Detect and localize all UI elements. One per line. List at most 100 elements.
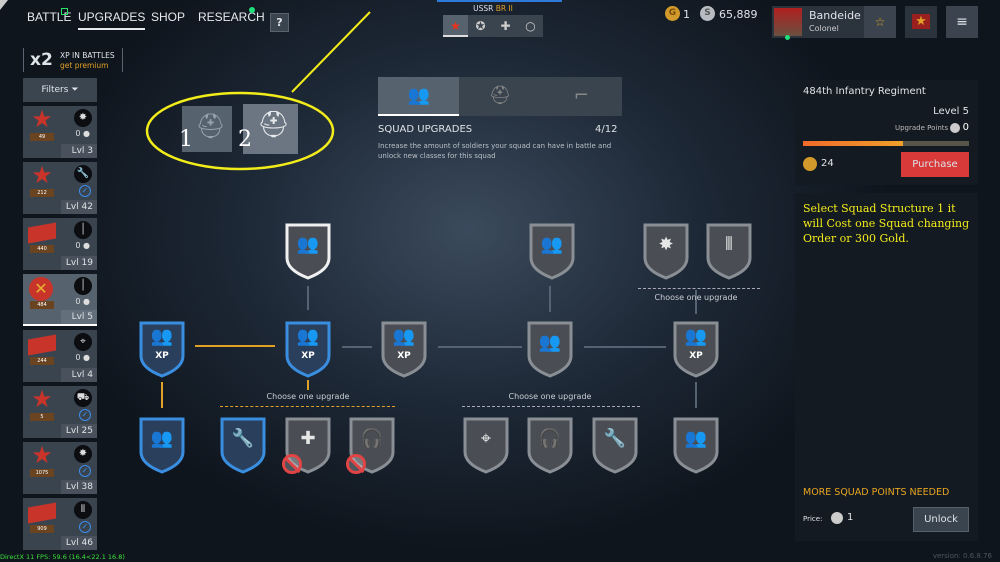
help-button[interactable]: ? [270, 13, 289, 32]
usa-tab[interactable]: ✪ [475, 19, 486, 33]
squad-xp-icon: 👥 [296, 326, 320, 347]
tab-upgrades[interactable]: UPGRADES [78, 10, 146, 30]
profile-button[interactable]: Bandeide Colonel ☆ [772, 6, 896, 40]
player-name: Bandeide [809, 9, 861, 22]
connector [307, 380, 309, 390]
shield-frame [592, 417, 638, 474]
shield-frame [706, 223, 752, 280]
avatar [774, 8, 802, 36]
squad-card[interactable]: ✕484 │ 0 ● Lvl 5 [23, 274, 97, 326]
germany-tab[interactable]: ✚ [500, 19, 511, 33]
squad-card[interactable]: ★212 🔧 ✓ Lvl 42 [23, 161, 97, 214]
connector [307, 286, 309, 310]
squad-size-icon: 👥 [540, 234, 564, 255]
new-badge-icon [61, 8, 68, 15]
upgrade-node[interactable]: 👥 [528, 222, 576, 280]
squad-point-icon [950, 123, 961, 133]
gold-amount: 1 [683, 8, 690, 21]
upgrade-node[interactable]: ⦀ [705, 222, 753, 280]
ussr-tab[interactable]: ★ [443, 15, 468, 37]
squad-level: Lvl 19 [61, 256, 97, 270]
fps-counter: DirectX 11 FPS: 59.6 (16.4<22.1 16.8) [0, 553, 125, 561]
squad-emblem: ★1075 [30, 441, 54, 477]
tab-weapon-upgrades[interactable]: ⌐ [541, 77, 622, 116]
silver-coin-icon: S [700, 6, 715, 21]
squad-emblem: 909 [26, 501, 58, 533]
upgrade-node[interactable]: 🎧 [346, 416, 396, 474]
regiment-panel: 484th Infantry Regiment Level 5 Upgrade … [795, 80, 978, 185]
upgrade-node[interactable]: 🔧 [591, 416, 639, 474]
tab-battle[interactable]: BATTLE [27, 10, 72, 24]
medic-icon: ✚ [300, 428, 316, 449]
allies-tab[interactable]: ○ [525, 19, 536, 33]
squad-card[interactable]: 909 ⦀ ✓ Lvl 46 [23, 498, 97, 550]
blocked-icon [282, 454, 302, 474]
upgrade-node[interactable]: ✚ [282, 416, 332, 474]
choose-group-line [638, 288, 760, 289]
squad-size-icon: 👥 [684, 428, 708, 449]
premium-banner[interactable]: x2 XP IN BATTLES get premium [23, 48, 123, 72]
tab-shop[interactable]: SHOP [151, 10, 186, 24]
top-indicator [437, 0, 562, 2]
squad-card[interactable]: ★1075 ✸ ✓ Lvl 38 [23, 441, 97, 494]
tab-soldier-upgrades[interactable]: ⛑ [459, 77, 540, 116]
tab-research[interactable]: RESEARCH [198, 10, 265, 24]
squad-level: Lvl 38 [61, 480, 97, 494]
upgrade-node[interactable]: 👥XP [672, 320, 720, 378]
shield-frame [220, 417, 266, 474]
squad-size-icon: 👥 [150, 428, 174, 449]
price-value: 1 [847, 512, 854, 523]
upgrade-node[interactable]: 👥 [672, 416, 720, 474]
upgrades-title: SQUAD UPGRADES [378, 124, 473, 135]
rank-star-icon: ☆ [864, 6, 896, 38]
tab-squad-upgrades[interactable]: 👥 [378, 77, 460, 116]
squad-emblem: 440 [26, 221, 58, 253]
upgrade-node[interactable]: 👥XP [380, 320, 428, 378]
squad-card[interactable]: ★49 ✸ 0 ● Lvl 3 [23, 105, 97, 158]
annotation-label-1: 1 [179, 127, 193, 152]
annotation-line [291, 11, 371, 93]
structure-2-icon[interactable]: ⛑ [243, 104, 298, 154]
purchase-button[interactable]: Purchase [901, 152, 969, 177]
unlock-button[interactable]: Unlock [913, 507, 969, 532]
squad-level: Lvl 5 [61, 310, 97, 324]
shield-star-icon: ★ [912, 14, 930, 29]
shield-frame [139, 321, 185, 378]
filters-button[interactable]: Filters ⏷ [23, 78, 97, 102]
upgrades-description: Increase the amount of soldiers your squ… [378, 142, 612, 160]
soldier-icon: ⛑ [488, 85, 512, 106]
squad-size-icon: 👥 [296, 234, 320, 255]
upgrade-type-tabs: 👥 ⛑ ⌐ [378, 77, 622, 116]
nation-tabs: ★ ✪ ✚ ○ [443, 15, 543, 37]
upgrade-node[interactable]: 👥 [284, 222, 332, 280]
squad-xp-icon: 👥 [150, 326, 174, 347]
upgrade-node[interactable]: 👥 [526, 320, 574, 378]
connector [584, 346, 666, 348]
player-rank: Colonel [809, 24, 839, 33]
upgrade-node[interactable]: ✸ [642, 222, 690, 280]
upgrade-node[interactable]: ⌖ [462, 416, 510, 474]
menu-button[interactable]: ≡ [946, 6, 978, 38]
squad-emblem: ★5 [30, 385, 54, 421]
squad-card[interactable]: 440 │ 0 ● Lvl 19 [23, 218, 97, 270]
gold-price: 24 [821, 158, 834, 169]
structure-1-icon[interactable]: ⛑ [182, 106, 232, 152]
squad-card[interactable]: ★5 ⛟ ✓ Lvl 25 [23, 385, 97, 438]
rank-emblem-button[interactable]: ★ [905, 6, 937, 38]
squad-card[interactable]: 244 ⌖ 0 ● Lvl 4 [23, 330, 97, 382]
online-dot [785, 35, 790, 40]
wrench-icon: 🔧 [231, 428, 255, 449]
connector [695, 382, 697, 408]
upgrade-node[interactable]: 🔧 [219, 416, 267, 474]
get-premium-link[interactable]: get premium [60, 61, 109, 70]
shield-frame [285, 223, 331, 280]
annotation-note: Select Squad Structure 1 it will Cost on… [803, 202, 970, 245]
connector [695, 290, 697, 314]
upgrade-node[interactable]: 👥 [138, 416, 186, 474]
upgrade-node[interactable]: 👥XP [138, 320, 186, 378]
gold-coin-icon [803, 157, 817, 171]
choose-one-label: Choose one upgrade [654, 293, 738, 302]
upgrade-node[interactable]: 🎧 [526, 416, 574, 474]
upgrade-node[interactable]: 👥XP [284, 320, 332, 378]
